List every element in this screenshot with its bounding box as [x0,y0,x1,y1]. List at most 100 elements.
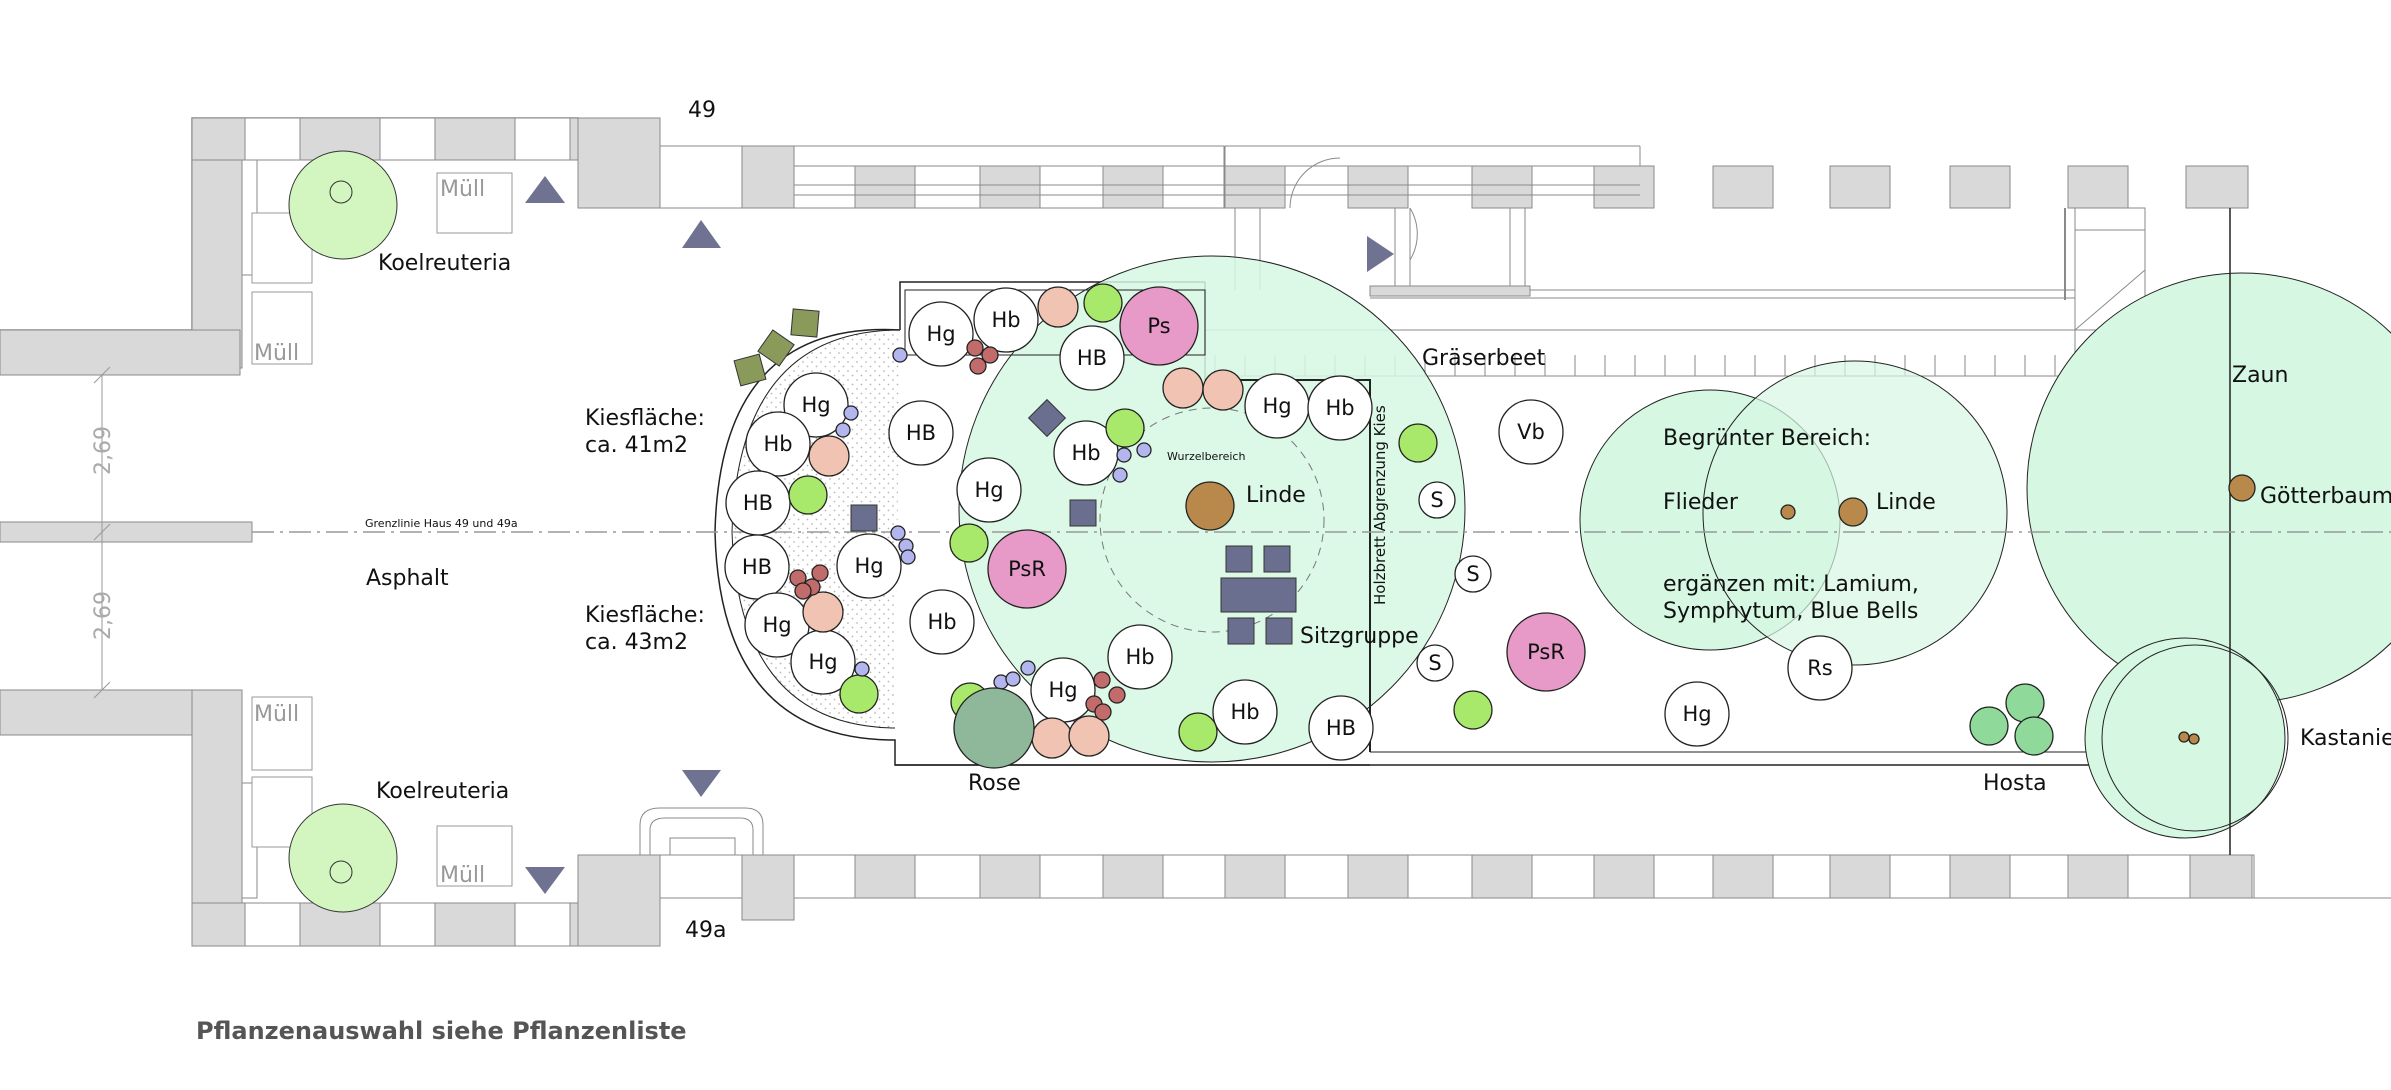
plant-s-label: S [1428,651,1441,675]
plant-hb [1059,325,1125,391]
root-zone-circle [1099,407,1325,633]
plant-hg [1664,681,1730,747]
asphalt-label: Asphalt [366,566,449,591]
lime-shrub [1178,712,1218,752]
gravel-area-north-line1: Kiesfläche: [585,406,705,431]
plan-labels: 49 49a Koelreuteria Koelreuteria Asphalt… [196,98,2391,1045]
lavender-plant [892,347,908,363]
lime-shrub [1453,690,1493,730]
grass-bed-label: Gräserbeet [1422,346,1546,371]
dimension-label: 2,69 [91,591,116,640]
kastanie-trunk [2178,731,2190,743]
plant-hg-label: Hg [854,554,883,578]
kastanie-label: Kastanie [2300,726,2391,751]
plant-hg-label: Hg [808,650,837,674]
lavender-plant [1116,447,1132,463]
lime-shrub [788,475,828,515]
plant-hb-label: Hb [1230,700,1259,724]
red-berry-plant [794,582,812,600]
plant-ps-label: Ps [1147,314,1170,338]
peach-shrub [802,591,844,633]
lavender-plant [900,549,916,565]
plant-s-label: S [1466,562,1479,586]
lavender-plant [890,525,906,541]
green-area-title: Begrünter Bereich: [1663,426,1871,451]
house-number-49a: 49a [685,918,726,943]
plant-hg-label: Hg [974,478,1003,502]
gravel-area-north-line2: ca. 41m2 [585,433,688,458]
linden-label: Linde [1246,483,1306,508]
red-berry-plant [1093,671,1111,689]
lavender-plant [835,422,851,438]
plant-hb-label: HB [742,555,772,579]
peach-shrub [1068,715,1110,757]
lavender-plant [1020,660,1036,676]
lime-shrub [1105,408,1145,448]
plant-hb-label: Hb [927,610,956,634]
plant-hb [1308,695,1374,761]
waste-bins: Müll Müll Müll Müll [251,172,513,888]
dimension-lines [93,366,111,699]
border-line-label: Grenzlinie Haus 49 und 49a [365,517,518,530]
red-berry-plant [966,339,984,357]
plant-hg-label: Hg [926,322,955,346]
hosta-plant [1969,706,2009,746]
hosta-plant [2005,683,2045,723]
gravel-area-south-line1: Kiesfläche: [585,603,705,628]
plant-hb [888,400,954,466]
building-south-wall [0,689,2391,947]
plant-hb [973,287,1039,353]
plant-hb-label: HB [906,421,936,445]
peach-shrub [808,435,850,477]
kastanie-trunk [2188,733,2200,745]
lavender-plant [843,405,859,421]
plant-hb-label: Hb [1071,441,1100,465]
plant-hg [956,457,1022,523]
plant-hb [1212,679,1278,745]
peach-shrub [1037,286,1079,328]
fence-label: Zaun [2232,363,2288,388]
wood-border-label: Holzbrett Abgrenzung Kies [1371,405,1389,605]
plant-hb-label: Hb [1125,645,1154,669]
plant-hg-label: Hg [1048,678,1077,702]
lime-shrub [1398,423,1438,463]
plant-hb-label: Hb [763,432,792,456]
plant-s [1418,481,1456,519]
plant-hg [836,533,902,599]
red-berry-plant [969,357,987,375]
hosta-label: Hosta [1983,771,2047,796]
plant-rs-label: Rs [1807,656,1833,680]
green-area-linde: Linde [1876,490,1936,515]
lavender-plant [1005,671,1021,687]
plant-psr-label: PsR [1527,640,1565,664]
koelreuteria-label-north: Koelreuteria [378,251,511,276]
stepping-stones [733,308,820,387]
plant-hb [745,411,811,477]
dimension-label: 2,69 [91,426,116,475]
koelreuteria-label-south: Koelreuteria [376,779,509,804]
waste-bin-label: Müll [440,863,485,888]
plant-rs [1787,635,1853,701]
plant-vb [1498,399,1564,465]
goetterbaum-trunk [2228,474,2256,502]
peach-shrub [1031,717,1073,759]
direction-arrows [525,176,1394,894]
lime-shrub [949,523,989,563]
property-border-line [0,521,2391,543]
root-zone-label: Wurzelbereich [1167,450,1245,463]
red-berry-plant [981,346,999,364]
waste-bin-label: Müll [440,177,485,202]
seating-label: Sitzgruppe [1300,624,1419,649]
red-berry-plant [1108,686,1126,704]
lavender-plant [854,661,870,677]
plant-hg-label: Hg [1262,394,1291,418]
plant-ps [1119,286,1199,366]
plant-s-label: S [1430,488,1443,512]
plant-hb [1307,375,1373,441]
plant-hb-label: Hb [1325,396,1354,420]
plant-hb-label: HB [743,491,773,515]
lime-shrub [839,674,879,714]
linden-trunk [1185,481,1235,531]
